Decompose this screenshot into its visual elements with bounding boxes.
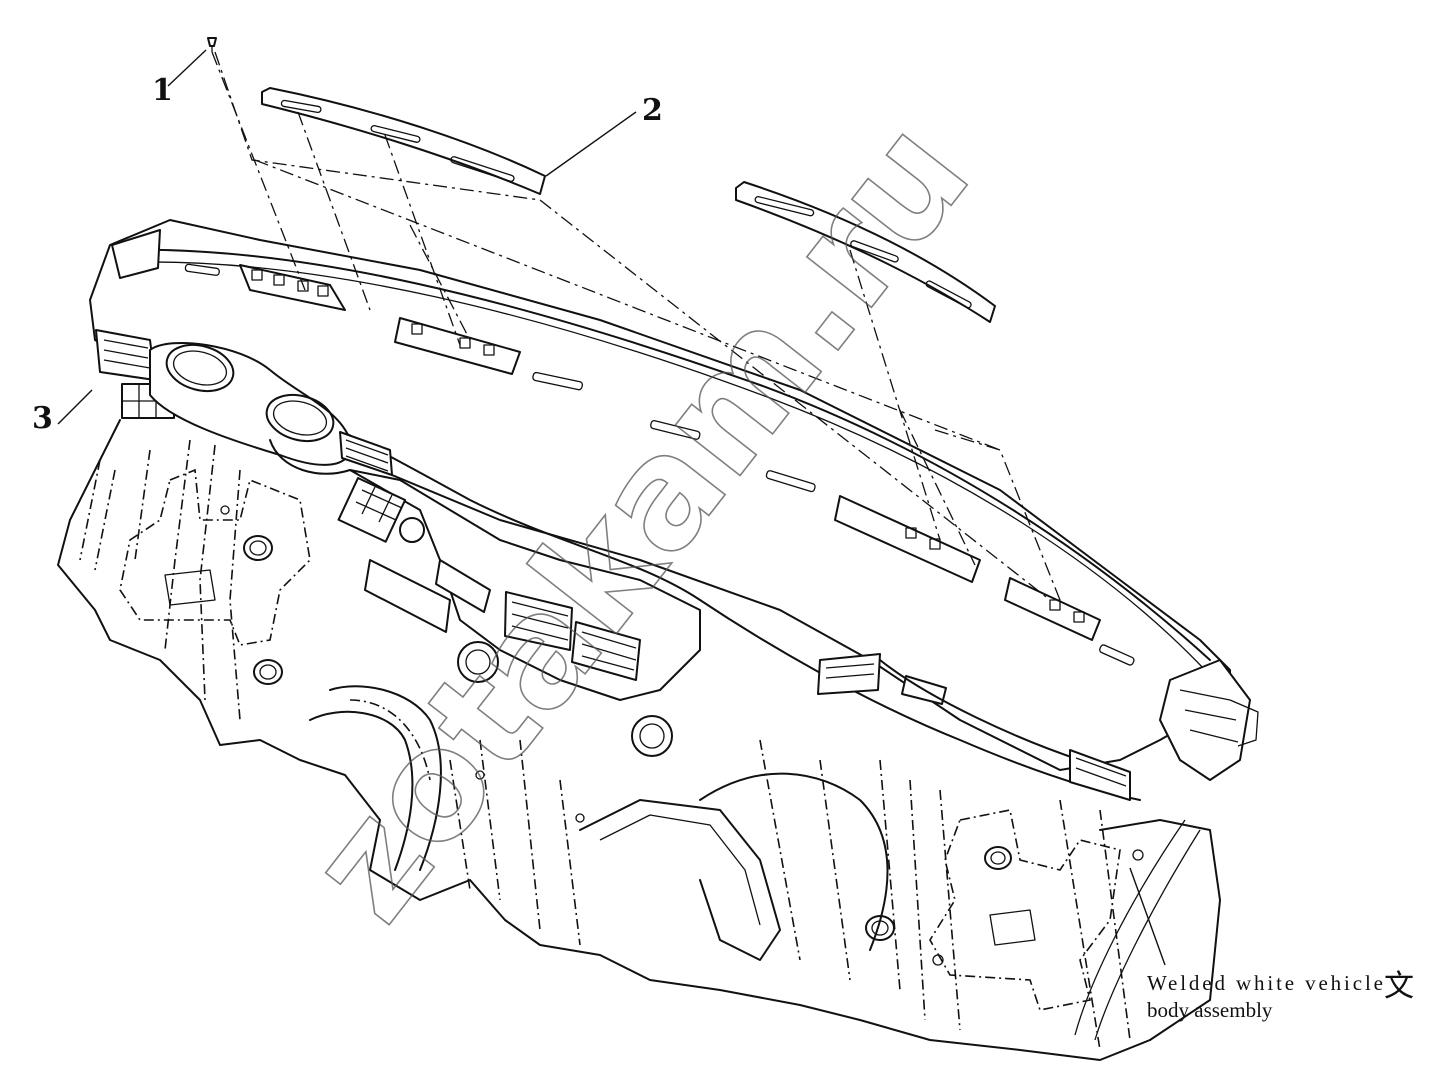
assembly-guide-lines (211, 51, 1061, 601)
callout-1: 1 (152, 73, 173, 108)
callout-3: 3 (32, 401, 53, 436)
annotation-glyph: 文 (1384, 970, 1414, 1003)
defrost-grille-trim-right (735, 181, 996, 323)
annotation-line-2: body assembly (1147, 998, 1273, 1022)
defrost-grille-trim-left (261, 87, 546, 195)
annotation-line-1: Welded white vehicle (1147, 971, 1383, 995)
callout-2: 2 (642, 93, 663, 128)
instrument-panel-assembly (89, 219, 1259, 801)
center-stack (337, 469, 701, 757)
defrost-vent-strip (184, 263, 1135, 666)
grille-clip-row (251, 269, 1085, 623)
callout-leaders (57, 49, 1166, 966)
vehicle-body-floor (57, 419, 1221, 1061)
screw-fastener (207, 37, 217, 52)
